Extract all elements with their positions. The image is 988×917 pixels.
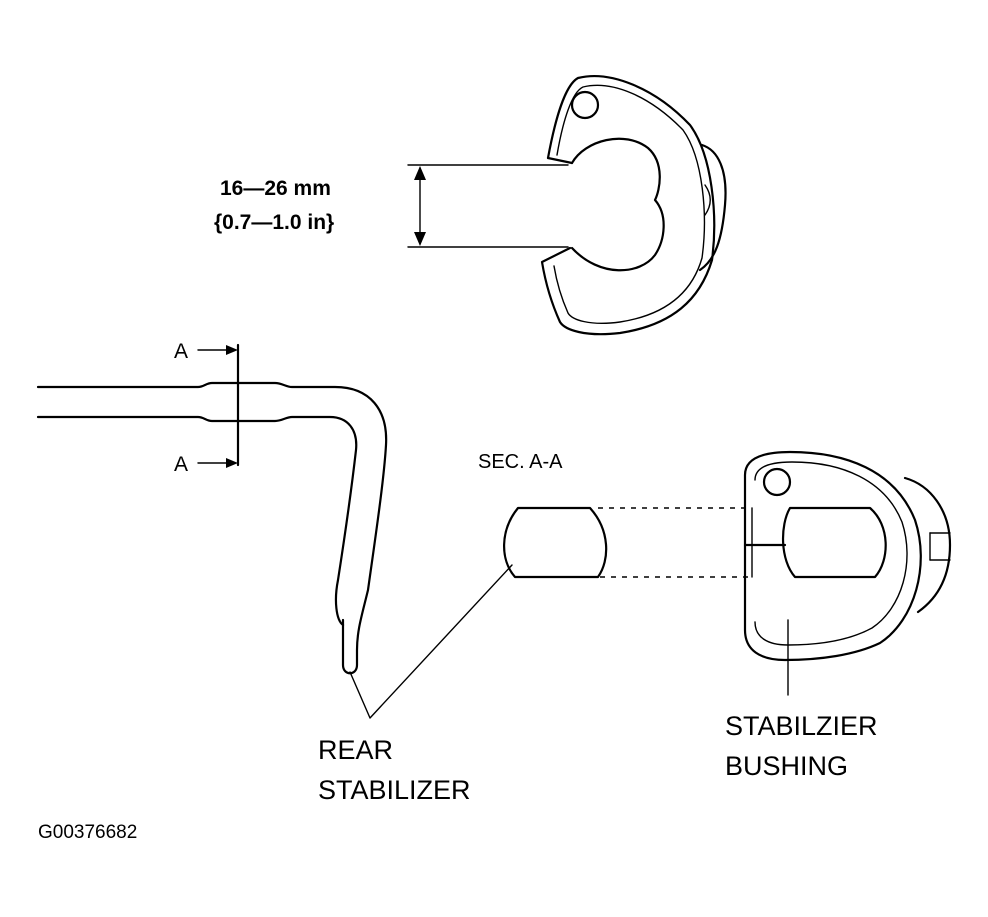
dimension-metric: 16—26 mm: [220, 177, 331, 200]
dimension-imperial: {0.7—1.0 in}: [214, 211, 334, 234]
figure-code: G00376682: [38, 822, 137, 843]
rear-stabilizer-bar: [36, 381, 388, 675]
stabilizer-bushing-label-line1: STABILZIER: [725, 711, 878, 741]
leader-lines: [349, 564, 789, 719]
section-marker-top: A: [174, 340, 188, 363]
stabilizer-bushing: [743, 450, 952, 662]
stabilizer-bushing-label-line2: BUSHING: [725, 751, 848, 781]
rear-stabilizer-label-line1: REAR: [318, 735, 393, 765]
rear-stabilizer-label-line2: STABILIZER: [318, 775, 471, 805]
section-cut-line: [197, 343, 240, 468]
section-title: SEC. A-A: [478, 451, 563, 473]
section-a-a-profile: [503, 506, 608, 579]
section-marker-bottom: A: [174, 453, 188, 476]
bushing-top-view: [540, 75, 727, 336]
dimension-indicator: [407, 164, 569, 248]
